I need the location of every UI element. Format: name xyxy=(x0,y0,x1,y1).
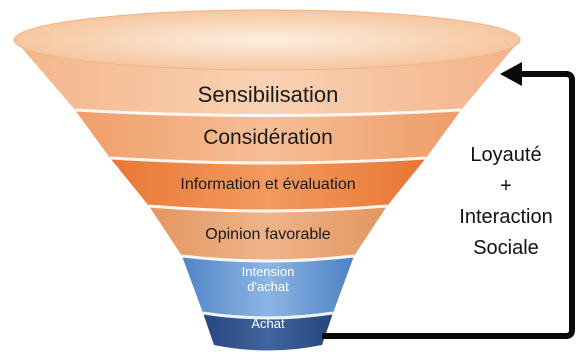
stage-label-intension-line2: d'achat xyxy=(247,279,289,294)
feedback-line-interaction: Interaction xyxy=(459,206,553,228)
stage-label-achat: Achat xyxy=(251,316,285,331)
funnel-band-intension xyxy=(182,252,354,318)
funnel-band-consideration xyxy=(75,104,461,163)
feedback-arrowhead xyxy=(500,62,522,86)
feedback-arrow-line xyxy=(322,71,575,339)
stage-label-intension: Intension d'achat xyxy=(218,264,318,294)
stage-label-consideration: Considération xyxy=(203,126,333,149)
feedback-loop-text: Loyauté + Interaction Sociale xyxy=(440,140,572,264)
funnel-band-achat xyxy=(203,309,333,351)
stage-label-intension-line1: Intension xyxy=(241,264,295,279)
funnel-rim xyxy=(13,9,521,71)
funnel-band-information xyxy=(110,153,426,211)
stage-label-sensibilisation: Sensibilisation xyxy=(197,82,339,107)
funnel-band-opinion xyxy=(149,201,387,261)
feedback-line-sociale: Sociale xyxy=(473,237,539,259)
feedback-line-plus: + xyxy=(500,175,512,197)
stage-label-opinion: Opinion favorable xyxy=(205,226,331,243)
stage-label-information: Information et évaluation xyxy=(180,176,356,193)
feedback-line-loyaute: Loyauté xyxy=(470,144,542,166)
